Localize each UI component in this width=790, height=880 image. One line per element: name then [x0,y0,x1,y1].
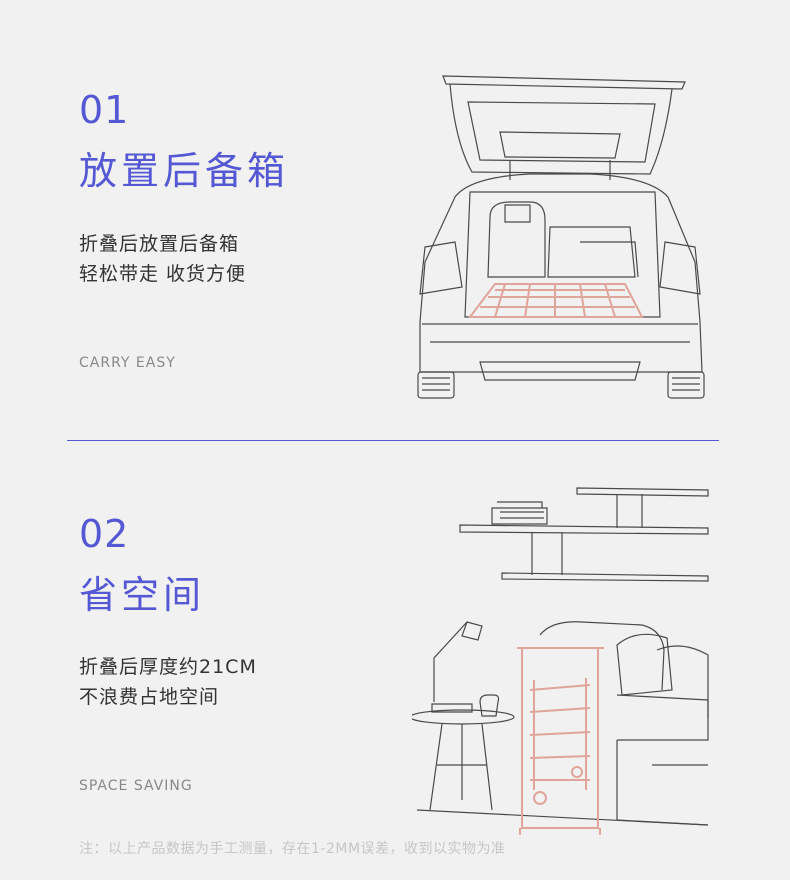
section2-number: 02 [79,512,130,556]
section2-title: 省空间 [79,573,206,617]
disclaimer-note: 注：以上产品数据为手工测量，存在1-2MM误差，收到以实物为准 [79,841,506,857]
living-room-illustration [412,487,709,835]
section1-title: 放置后备箱 [79,149,290,193]
section1-line-2: 轻松带走 收货方便 [79,263,247,285]
section2-english: SPACE SAVING [79,778,193,794]
car-trunk-illustration [417,75,705,399]
section2-description: 折叠后厚度约21CM 不浪费占地空间 [79,652,257,712]
section2-line-2: 不浪费占地空间 [79,686,220,708]
section1-number: 01 [79,88,130,132]
section1-line-1: 折叠后放置后备箱 [79,233,240,255]
section1-description: 折叠后放置后备箱 轻松带走 收货方便 [79,229,246,289]
section1-english: CARRY EASY [79,355,176,371]
section-divider [67,440,719,441]
section2-line-1: 折叠后厚度约21CM [79,656,257,678]
